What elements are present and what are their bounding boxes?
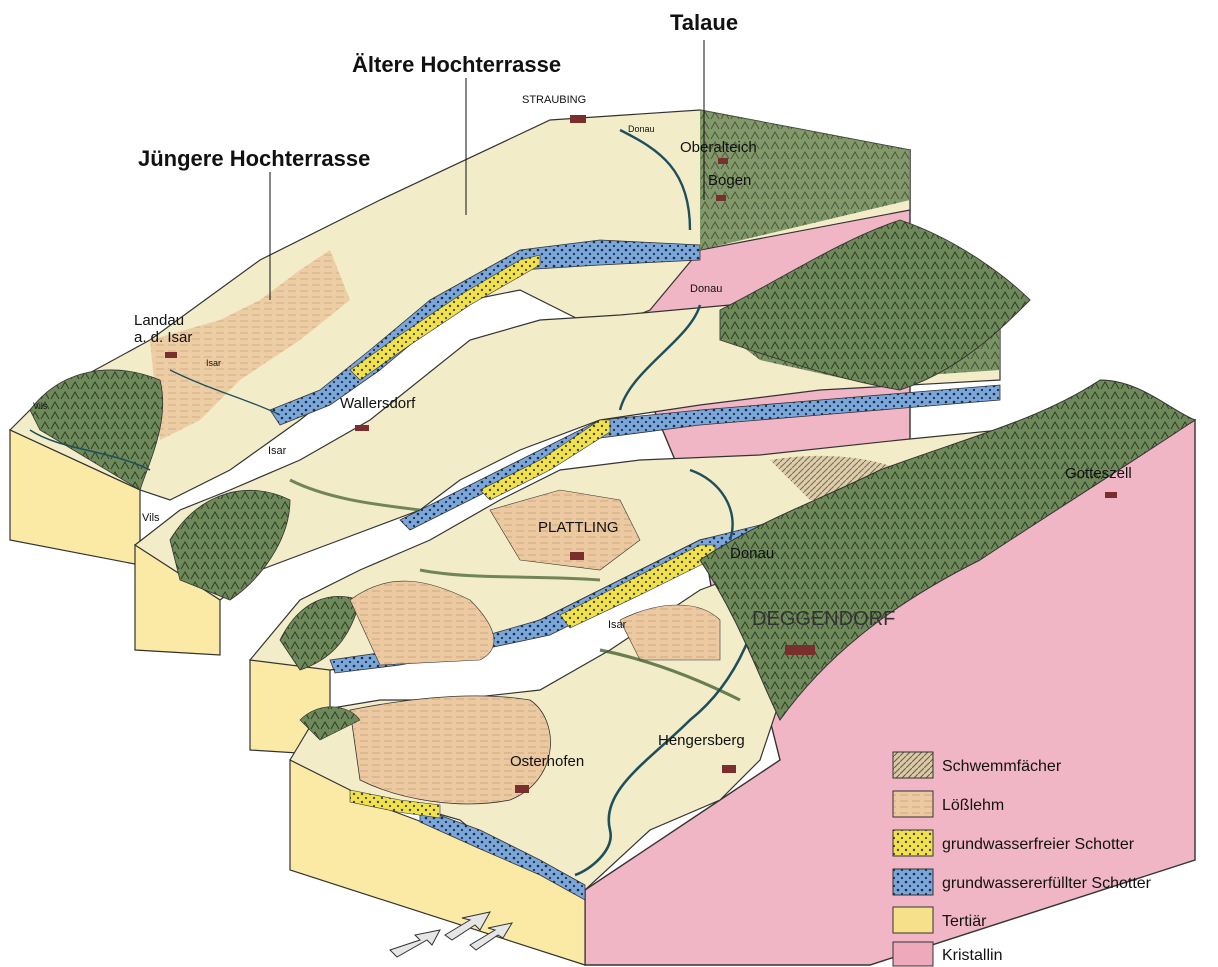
legend-label: grundwasserfreier Schotter (942, 836, 1135, 853)
label-gotteszell: Gotteszell (1065, 465, 1132, 482)
legend-label: grundwassererfüllter Schotter (942, 875, 1152, 892)
label-donau-2: Donau (690, 283, 722, 295)
label-donau-3: Donau (730, 545, 774, 562)
label-wallersdorf: Wallersdorf (340, 395, 416, 412)
label-vils-1: Vils (33, 401, 48, 411)
label-donau-top: Donau (628, 124, 655, 134)
label-osterhofen: Osterhofen (510, 753, 584, 770)
legend-label: Kristallin (942, 947, 1002, 964)
label-landau: Landau (134, 312, 184, 329)
title-talaue: Talaue (670, 10, 738, 35)
legend-item-kristallin: Kristallin (893, 942, 1002, 966)
label-isar-3: Isar (608, 619, 627, 631)
label-vils-2: Vils (142, 512, 160, 524)
legend-label: Lößlehm (942, 797, 1004, 814)
label-landau-isar: a. d. Isar (134, 329, 192, 346)
label-plattling: PLATTLING (538, 519, 619, 536)
label-oberalteich: Oberalteich (680, 139, 757, 156)
label-deggendorf: DEGGENDORF (752, 608, 895, 630)
label-hengersberg: Hengersberg (658, 732, 745, 749)
label-straubing: STRAUBING (522, 94, 586, 106)
legend-label: Schwemmfächer (942, 758, 1062, 775)
label-isar-2: Isar (268, 445, 287, 457)
title-aeltere-hochterrasse: Ältere Hochterrasse (352, 52, 561, 77)
label-bogen: Bogen (708, 172, 751, 189)
label-isar-1: Isar (206, 358, 221, 368)
title-juengere-hochterrasse: Jüngere Hochterrasse (138, 146, 370, 171)
legend-label: Tertiär (942, 913, 987, 930)
